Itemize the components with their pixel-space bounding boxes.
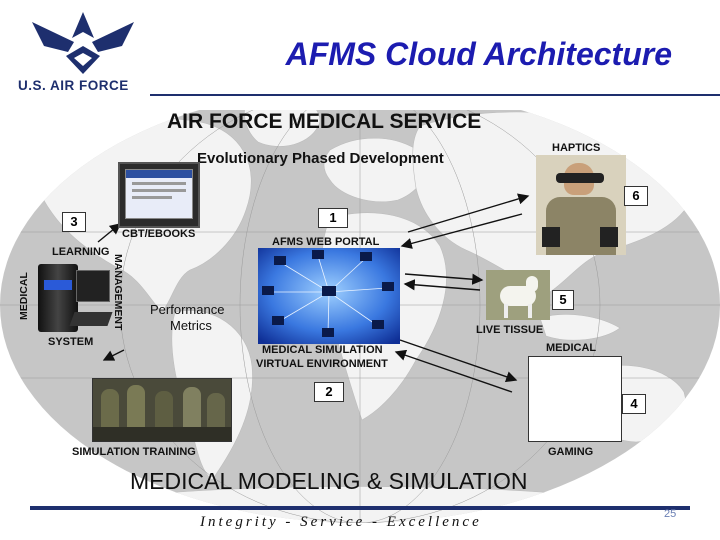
arrow-system-to-training: [102, 349, 125, 361]
arrow-gaming-to-portal: [394, 349, 513, 393]
management-vertical-label: MANAGEMENT: [112, 254, 124, 331]
medical-simulation-label: MEDICAL SIMULATION: [262, 344, 383, 356]
air-force-logo-icon: [32, 12, 134, 74]
node-number-2: 2: [314, 382, 344, 402]
live-tissue-image: [486, 270, 550, 320]
ebooks-label: CBT/EBOOKS: [122, 228, 196, 240]
header-band: [0, 0, 720, 110]
footer-motto: Integrity - Service - Excellence: [200, 514, 482, 530]
node-number-5: 5: [552, 290, 574, 310]
diagram-subtitle: Evolutionary Phased Development: [197, 150, 444, 167]
arrow-learning-to-ebooks: [97, 223, 122, 243]
arrow-tissue-to-portal: [403, 279, 481, 291]
europe-shape: [323, 137, 427, 203]
logo-text: U.S. AIR FORCE: [18, 78, 129, 93]
gaming-label: GAMING: [548, 446, 594, 458]
title-underline: [150, 94, 720, 96]
footer-rule: [30, 506, 690, 510]
metrics-label: Metrics: [170, 318, 212, 333]
simulation-training-label: SIMULATION TRAINING: [72, 446, 196, 458]
live-tissue-label: LIVE TISSUE: [476, 324, 544, 336]
node-number-4: 4: [622, 394, 646, 414]
node-number-1: 1: [318, 208, 348, 228]
page-title: AFMS Cloud Architecture: [285, 36, 672, 72]
node-number-6: 6: [624, 186, 648, 206]
page-number: 25: [664, 508, 677, 520]
performance-label: Performance: [150, 302, 225, 317]
portal-network-image: [258, 248, 400, 344]
gaming-image-placeholder: [528, 356, 622, 442]
system-label: SYSTEM: [48, 336, 94, 348]
ebooks-screen-image: [118, 162, 200, 228]
haptics-image: [536, 155, 626, 255]
arrow-portal-to-gaming: [399, 339, 518, 383]
medical-vertical-label: MEDICAL: [18, 272, 30, 320]
computer-image: [38, 258, 113, 334]
arrow-haptics-to-portal: [400, 213, 523, 249]
arrow-portal-to-tissue: [404, 273, 484, 285]
virtual-environment-label: VIRTUAL ENVIRONMENT: [256, 358, 388, 370]
web-portal-label: AFMS WEB PORTAL: [272, 236, 380, 248]
arrow-portal-to-haptics: [407, 193, 530, 233]
medical-gaming-top-label: MEDICAL: [546, 342, 597, 354]
bottom-title: MEDICAL MODELING & SIMULATION: [130, 468, 528, 494]
node-number-3: 3: [62, 212, 86, 232]
indonesia-shape: [539, 314, 621, 341]
diagram-top-title: AIR FORCE MEDICAL SERVICE: [167, 110, 482, 133]
simulation-training-image: [92, 378, 232, 442]
learning-label: LEARNING: [52, 246, 110, 258]
haptics-label: HAPTICS: [552, 142, 601, 154]
